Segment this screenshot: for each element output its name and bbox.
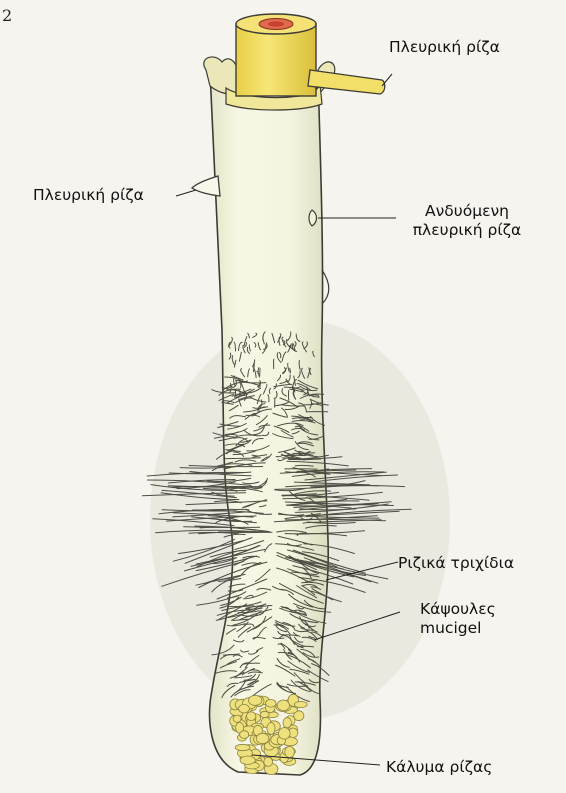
root-cap-cell [264,757,273,766]
label-emerging-line1: Ανδυόμενη [392,202,542,221]
root-hair [289,459,320,460]
root-cap [230,694,307,774]
root-hair [184,527,260,528]
root-cap-cell [249,695,262,705]
root-cap-cell [235,744,250,750]
root-cap-cell [240,756,255,764]
label-root-hairs: Ριζικά τριχίδια [398,554,514,573]
emerging-lateral-root [309,210,317,226]
label-root-cap: Κάλυμα ρίζας [386,758,492,777]
root-cap-cell [266,700,277,708]
root-cap-cell [256,733,269,743]
root-cap-cell [239,704,250,713]
label-mucigel: Κάψουλες mucigel [420,600,496,638]
root-cap-cell [267,723,275,735]
root-cap-cell [233,715,241,722]
root-cap-cell [247,712,256,721]
label-emerging-line2: πλευρική ρίζα [392,221,542,240]
root-cap-cell [283,718,291,728]
label-lateral-root-top: Πλευρική ρίζα [389,38,500,57]
label-mucigel-line1: Κάψουλες [420,600,496,619]
root-body [210,72,329,775]
root-cap-cell [285,746,295,757]
label-mucigel-line2: mucigel [420,619,496,638]
root-cap-cell [279,728,291,740]
label-lateral-root-left: Πλευρική ρίζα [33,186,144,205]
label-emerging-lateral-root: Ανδυόμενη πλευρική ρίζα [392,202,542,240]
lateral-root-left [192,176,220,196]
root-cap-cell [294,701,307,707]
stele [236,24,316,96]
stele-core [268,21,284,26]
root-cap-cell [240,731,249,739]
